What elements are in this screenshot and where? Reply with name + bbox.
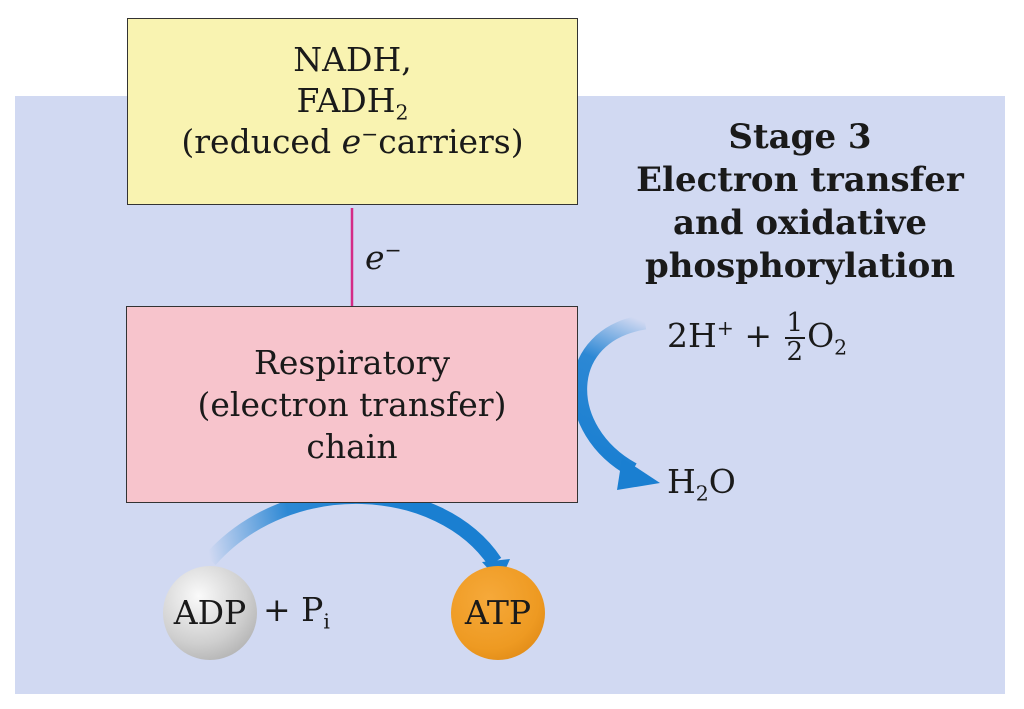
reduced-carriers-box: NADH, FADH2 (reduced e−carriers)	[127, 18, 578, 205]
stage-title-line-1: Stage 3	[728, 117, 872, 157]
chain-label-line-2: (electron transfer)	[197, 385, 507, 424]
phosphate-label: + Pi	[263, 590, 330, 634]
stage-title-line-4: phosphorylation	[644, 246, 956, 286]
adp-to-atp-arrow	[204, 489, 510, 582]
oxygen-to-water-arrow	[572, 314, 660, 490]
adp-circle: ADP	[163, 566, 257, 660]
fadh2-label: FADH2	[296, 81, 409, 125]
water-product: H2O	[667, 462, 736, 506]
stage-title-line-2: Electron transfer	[636, 160, 964, 200]
atp-circle: ATP	[451, 566, 545, 660]
respiratory-chain-box: Respiratory (electron transfer) chain	[126, 306, 578, 503]
chain-label-line-3: chain	[306, 427, 398, 466]
electron-label: e−	[365, 238, 402, 277]
chain-label-line-1: Respiratory	[254, 343, 450, 382]
reduced-carriers-label: (reduced e−carriers)	[181, 122, 524, 161]
stage-title: Stage 3 Electron transfer and oxidative …	[610, 116, 990, 288]
stage-title-line-3: and oxidative	[672, 203, 928, 243]
nadh-label: NADH,	[293, 40, 412, 79]
